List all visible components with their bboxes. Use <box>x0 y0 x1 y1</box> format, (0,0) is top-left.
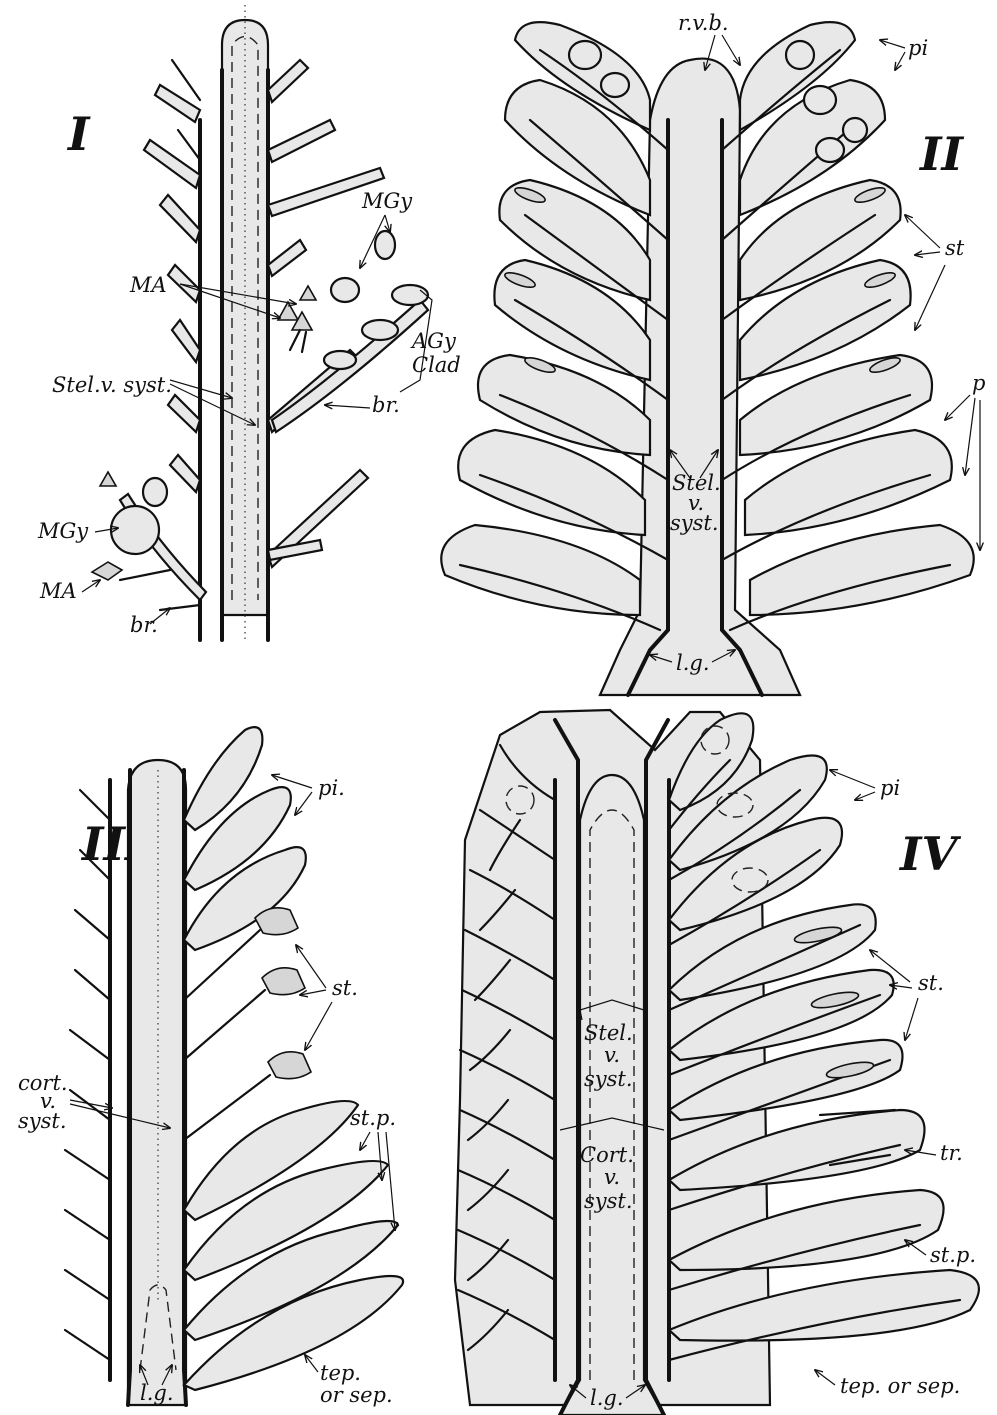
label-pi: pi <box>880 776 900 800</box>
label-st: st. <box>918 971 944 995</box>
panel-I-stem <box>200 5 268 640</box>
panel-I-cladode-upper <box>272 231 428 432</box>
label-br-upper: br. <box>372 393 400 417</box>
panel-III-right-organs <box>184 727 403 1390</box>
panel-II: II <box>441 11 985 695</box>
label-cort-2: v. <box>604 1165 620 1189</box>
label-ma-upper: MA <box>129 273 167 297</box>
label-p: p <box>972 371 985 395</box>
label-tep-or-sep: tep. or sep. <box>840 1374 960 1398</box>
label-tep-2: or sep. <box>320 1383 393 1407</box>
label-mgy-upper: MGy <box>361 189 413 213</box>
label-cort-3: syst. <box>18 1109 67 1133</box>
label-stel-2: v. <box>604 1043 620 1067</box>
label-stel-1: Stel. <box>584 1021 633 1045</box>
label-tep-1: tep. <box>320 1361 361 1385</box>
panel-IV: IV <box>455 710 979 1415</box>
panel-I: I <box>37 5 461 640</box>
label-st: st <box>945 236 965 260</box>
label-clad: Clad <box>412 353 461 377</box>
label-stp: st.p. <box>350 1106 396 1130</box>
label-stel-v-syst: Stel.v. syst. <box>52 373 172 397</box>
label-lg: l.g. <box>140 1381 174 1405</box>
label-cort-1: Cort. <box>580 1143 634 1167</box>
label-lg: l.g. <box>590 1386 624 1410</box>
label-br-lower: br. <box>130 613 158 637</box>
label-pi: pi. <box>318 776 345 800</box>
label-st: st. <box>332 976 358 1000</box>
panel-II-right-pinnae <box>740 22 974 615</box>
label-stp: st.p. <box>930 1243 976 1267</box>
panel-IV-numeral: IV <box>898 827 962 881</box>
panel-III: III <box>18 727 403 1407</box>
label-stel-3: syst. <box>670 511 719 535</box>
label-lg: l.g. <box>676 651 710 675</box>
panel-III-axis <box>128 760 186 1405</box>
panel-II-numeral: II <box>918 127 965 181</box>
label-pi: pi <box>908 36 928 60</box>
label-tr: tr. <box>940 1141 963 1165</box>
label-agy: AGy <box>410 329 457 353</box>
panel-I-numeral: I <box>66 107 91 161</box>
label-rvb: r.v.b. <box>678 11 729 35</box>
label-stel-3: syst. <box>584 1067 633 1091</box>
label-mgy-lower: MGy <box>37 519 89 543</box>
label-ma-lower: MA <box>39 579 77 603</box>
label-cort-3: syst. <box>584 1189 633 1213</box>
panel-I-cladode-lower <box>92 472 206 610</box>
